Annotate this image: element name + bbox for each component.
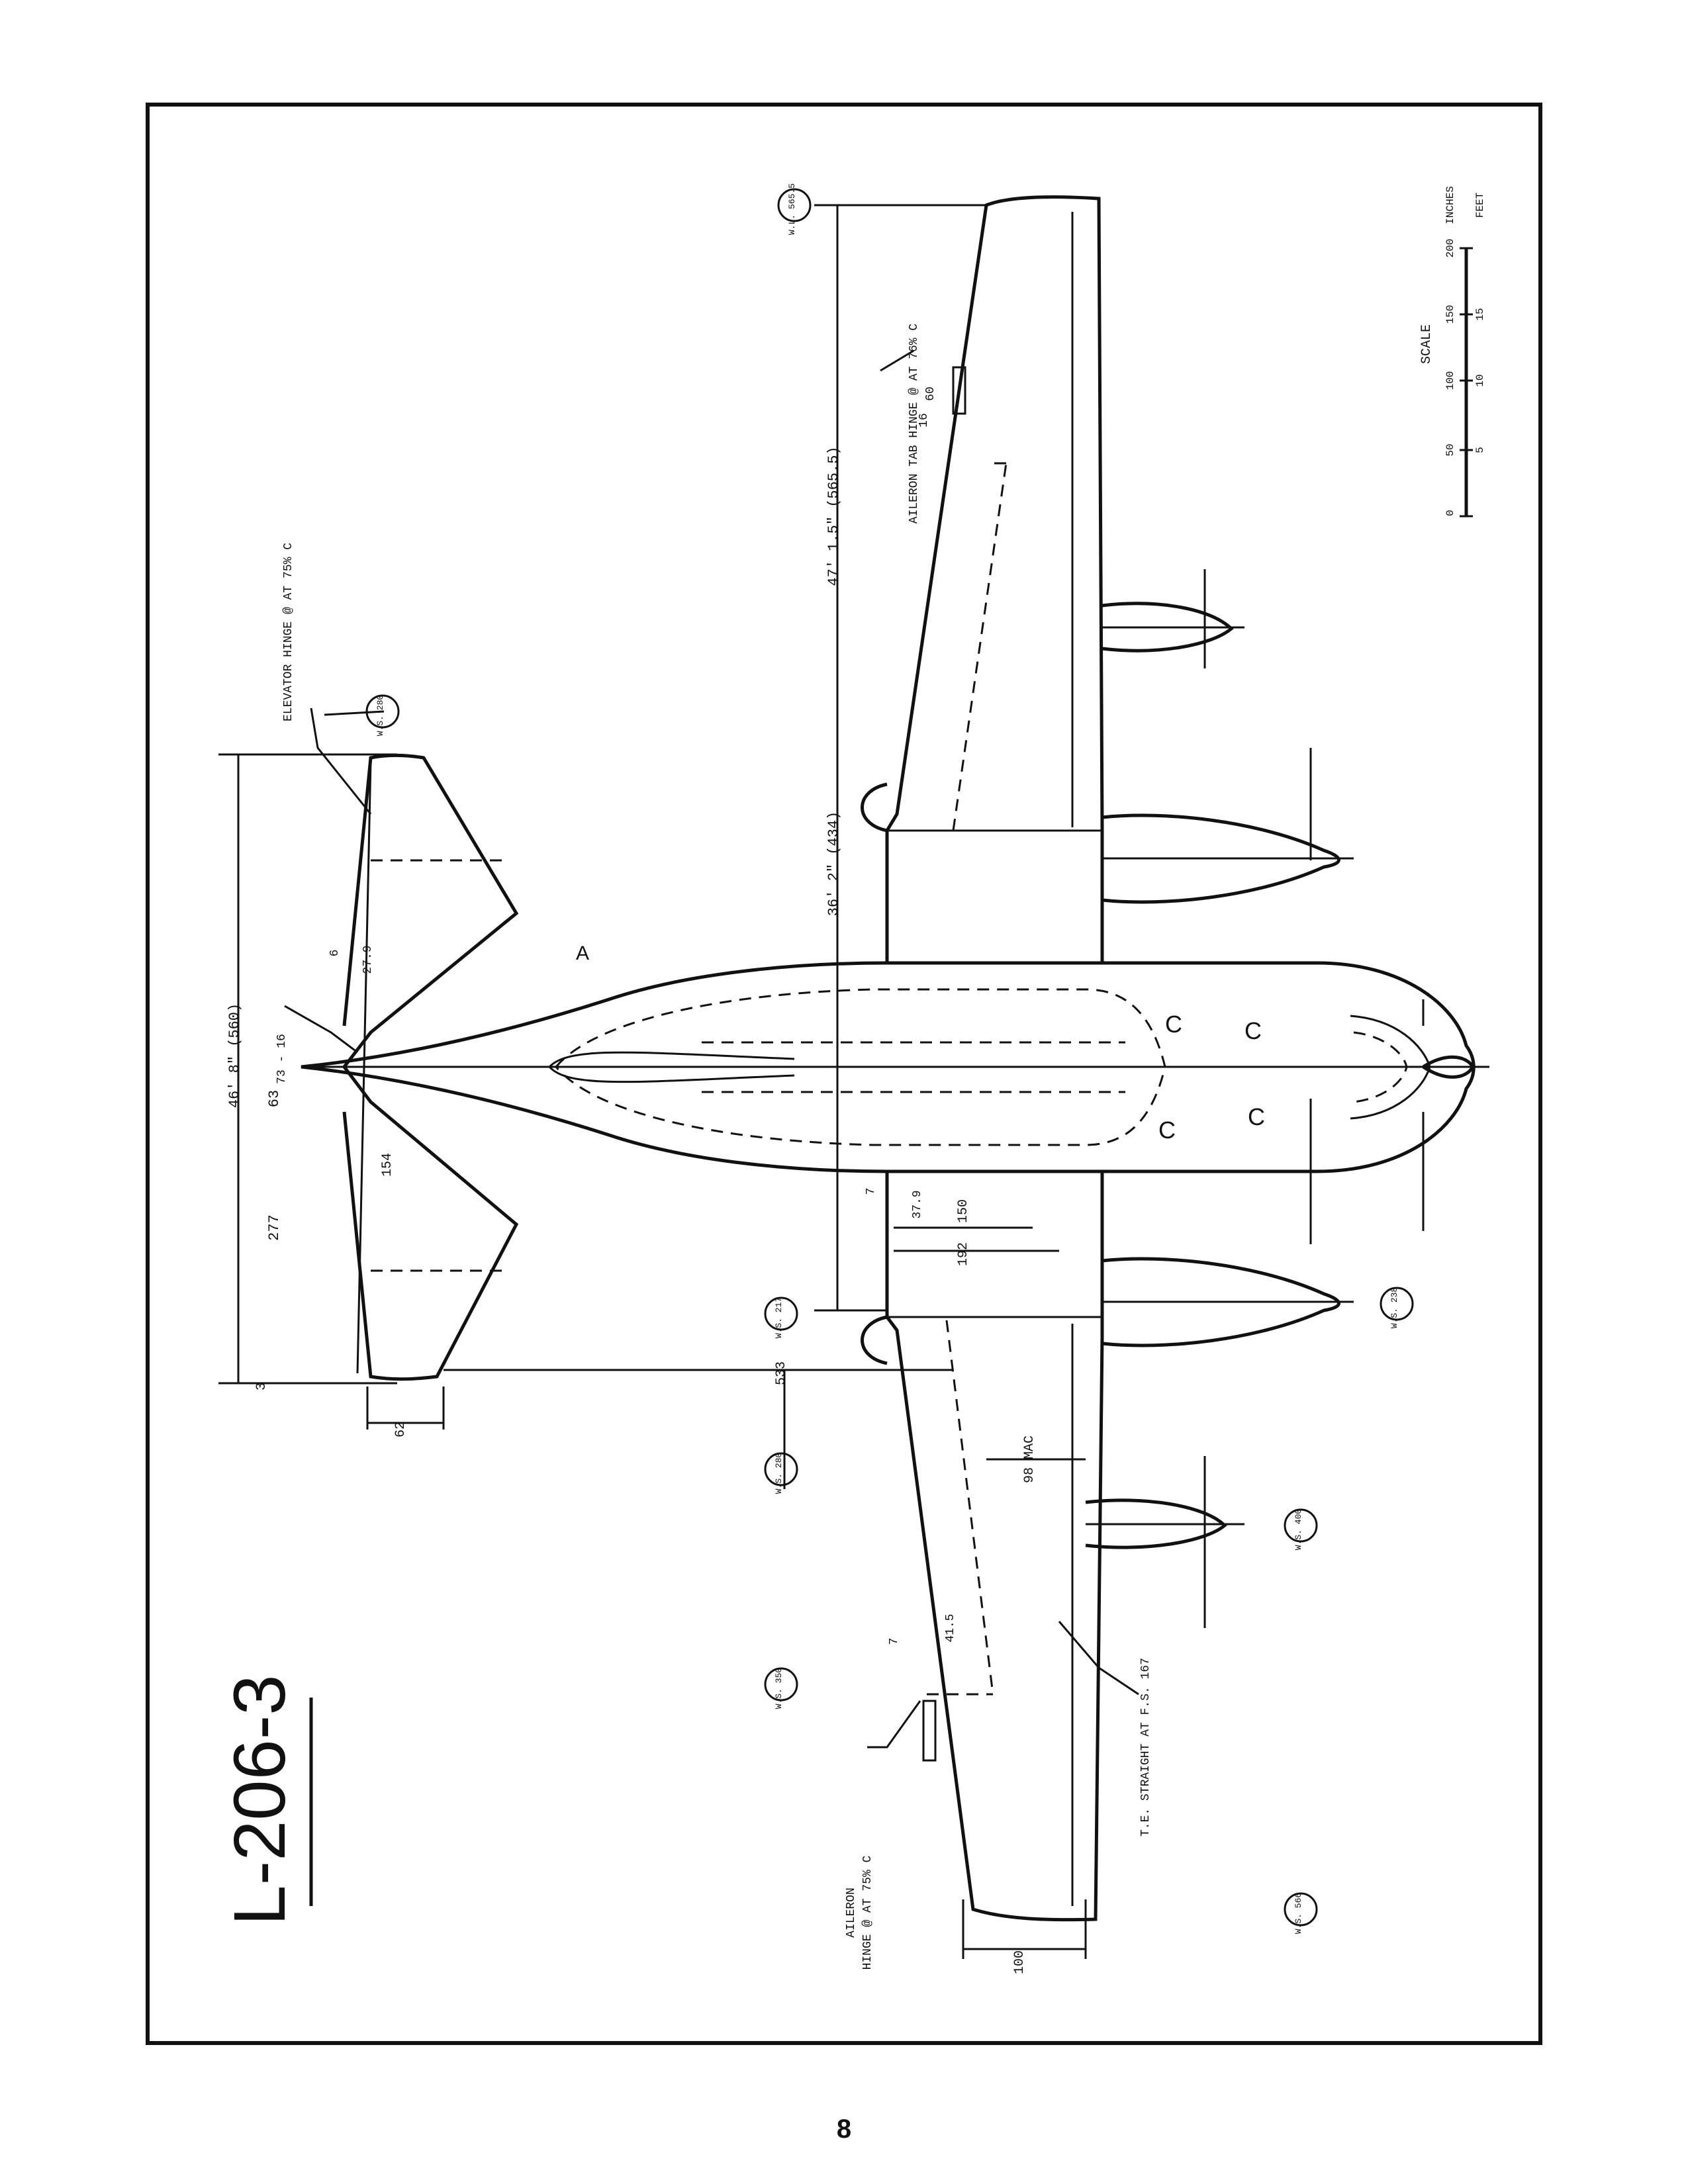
- dim-533: 533: [774, 1361, 789, 1385]
- dim-wing-379: 37.9: [911, 1190, 924, 1218]
- dim-inboard-span: 36' 2" (434): [825, 811, 842, 916]
- dim-tab-60: 60: [924, 387, 937, 401]
- scale-tick: 50: [1444, 443, 1456, 456]
- dim-tip-100: 100: [1012, 1950, 1027, 1974]
- dim-tail-277: 277: [266, 1214, 283, 1241]
- callout-aileron-hinge-2: HINGE @ AT 75% C: [861, 1855, 874, 1970]
- dim-aileron-415: 41.5: [944, 1614, 957, 1642]
- model-title: L-206-3: [219, 1674, 301, 1925]
- main-wing: [861, 195, 1104, 1922]
- scale-unit-feet: FEET: [1474, 193, 1486, 218]
- scale-tick: 150: [1444, 305, 1456, 324]
- station-bubble: W.S. 280: [365, 694, 400, 736]
- dim-span-half: 47' 1.5" (565.5): [825, 446, 842, 586]
- svg-text:W.S. 350: W.S. 350: [774, 1668, 784, 1709]
- station-bubble: W.S. 238: [1380, 1287, 1414, 1328]
- station-bubble: W.S. 350: [764, 1667, 798, 1709]
- station-bubbles: W.L. 565.5 W.S. 280 W.S. 217 W.S. 280 W.…: [365, 183, 1414, 1934]
- dim-wing-192: 192: [956, 1242, 971, 1266]
- page-number: 8: [836, 2115, 852, 2144]
- dimension-text: 47' 1.5" (565.5) 36' 2" (434) 46' 8" (56…: [226, 387, 1037, 1974]
- station-bubble: W.L. 565.5: [777, 183, 812, 235]
- dim-tail-63: 63: [266, 1090, 283, 1107]
- cockpit-letter: C: [1244, 1017, 1262, 1044]
- dim-tail-279: 27.9: [361, 945, 375, 974]
- dim-tail-154: 154: [380, 1153, 395, 1177]
- scale-title: SCALE: [1419, 324, 1434, 364]
- dim-aileron-7: 7: [888, 1638, 901, 1645]
- dimension-lines: [218, 204, 1139, 1959]
- scale-tick-feet: 15: [1474, 308, 1486, 320]
- station-bubble: W.S. 217: [764, 1297, 798, 1338]
- svg-text:W.L. 565.5: W.L. 565.5: [787, 183, 797, 235]
- dim-tail-6: 6: [328, 950, 342, 957]
- dim-tab-16: 16: [917, 413, 931, 428]
- station-bubble: W.S. 566: [1284, 1892, 1318, 1934]
- svg-text:W.S. 566: W.S. 566: [1293, 1893, 1303, 1934]
- cockpit-letter: C: [1165, 1011, 1182, 1038]
- dim-tail-62: 62: [393, 1422, 408, 1437]
- callout-aileron-hinge-1: AILERON: [845, 1888, 858, 1938]
- dim-wing-7: 7: [865, 1188, 878, 1195]
- cockpit-letter: C: [1248, 1103, 1265, 1130]
- engines: [1085, 569, 1425, 1628]
- callout-elevator-hinge: ELEVATOR HINGE @ AT 75% C: [282, 543, 295, 721]
- svg-text:W.S. 217: W.S. 217: [774, 1297, 784, 1338]
- drawing-frame: [146, 103, 1542, 2045]
- scale-tick: 0: [1444, 510, 1456, 516]
- cockpit-letter: C: [1158, 1116, 1176, 1144]
- dim-wing-150: 150: [956, 1199, 971, 1223]
- svg-text:W.S. 280: W.S. 280: [774, 1453, 784, 1494]
- callout-aileron-tab: AILERON TAB HINGE @ AT 76% C: [908, 324, 921, 524]
- dim-tail-sweep: 73 - 16: [275, 1034, 289, 1084]
- callouts: ELEVATOR HINGE @ AT 75% C AILERON TAB HI…: [282, 324, 1152, 1970]
- svg-text:W.S. 238: W.S. 238: [1389, 1287, 1399, 1328]
- dim-tail-3: 3: [254, 1383, 269, 1390]
- svg-text:W.S. 400: W.S. 400: [1293, 1509, 1303, 1550]
- station-bubble: W.S. 400: [1284, 1508, 1318, 1550]
- dim-tail-span: 46' 8" (560): [226, 1003, 243, 1108]
- scale-unit-inches: INCHES: [1444, 186, 1456, 224]
- svg-text:W.S. 280: W.S. 280: [375, 695, 385, 736]
- cockpit-letter: A: [576, 942, 589, 964]
- dim-mac: 98 MAC: [1022, 1435, 1037, 1483]
- scale-tick-feet: 10: [1474, 374, 1486, 387]
- horizontal-tail: [342, 753, 519, 1381]
- callout-te-straight: T.E. STRAIGHT AT F.S. 167: [1139, 1658, 1152, 1837]
- scale-tick: 100: [1444, 371, 1456, 390]
- fuselage: C C C C A: [301, 942, 1489, 1173]
- station-bubble: W.S. 280: [764, 1452, 798, 1494]
- scale-tick: 200: [1444, 239, 1456, 258]
- scale-tick-feet: 5: [1474, 447, 1486, 453]
- scale-bar: SCALE 0 50 100 150 200 5 10 15 INCHES FE…: [1419, 186, 1486, 518]
